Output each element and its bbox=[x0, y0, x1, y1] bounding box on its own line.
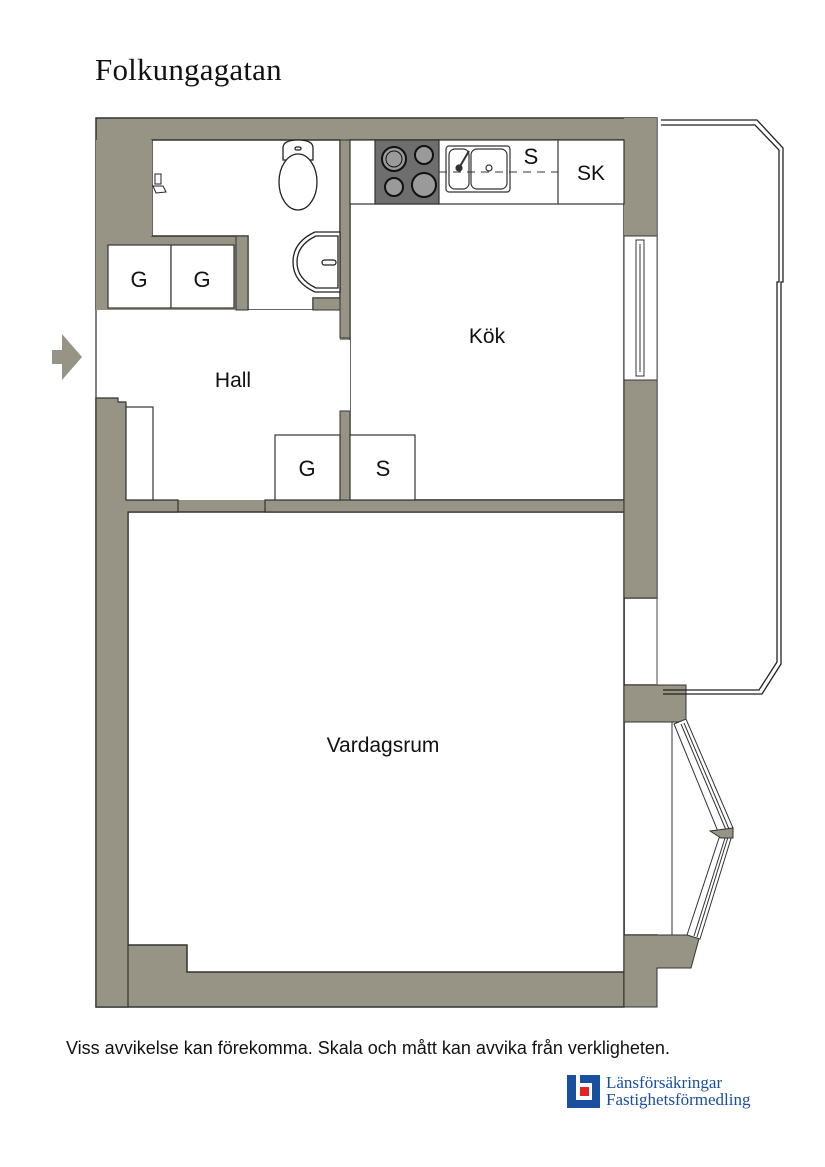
wall-hall-living bbox=[264, 499, 625, 513]
kitchen-sk-label: SK bbox=[577, 162, 605, 185]
wardrobe-hall-lower bbox=[274, 434, 341, 501]
closet-label-hall: S bbox=[376, 456, 391, 481]
balcony-outline bbox=[661, 119, 784, 695]
brand-line-1: Länsförsäkringar bbox=[606, 1073, 723, 1092]
entrance-opening bbox=[94, 310, 100, 398]
bay-window bbox=[673, 718, 734, 940]
brand-block: Länsförsäkringar Fastighetsförmedling bbox=[567, 1074, 750, 1108]
wardrobe-pair-hall bbox=[107, 244, 235, 309]
wall-divider-gs bbox=[339, 410, 351, 501]
washbasin-icon bbox=[292, 231, 341, 293]
closet-hall-lower bbox=[349, 434, 416, 501]
room-label-hall: Hall bbox=[215, 369, 251, 392]
wall-bath-kitchen bbox=[339, 139, 351, 339]
closet-hall-left bbox=[125, 406, 154, 501]
brand-line-2: Fastighetsförmedling bbox=[606, 1090, 751, 1109]
room-label-living-room: Vardagsrum bbox=[327, 734, 440, 757]
wardrobe-label-2: G bbox=[193, 267, 210, 292]
toilet-icon bbox=[278, 139, 318, 211]
faucet-icon bbox=[152, 173, 167, 194]
wardrobe-label-3: G bbox=[298, 456, 315, 481]
entrance-arrow-icon bbox=[52, 334, 82, 380]
kitchen-window bbox=[623, 235, 658, 381]
street-name-title: Folkungagatan bbox=[95, 52, 282, 87]
lansforsakringar-logo-icon bbox=[567, 1074, 600, 1108]
wardrobe-label-1: G bbox=[130, 267, 147, 292]
wall-hall-left bbox=[95, 397, 179, 1008]
room-label-kitchen: Kök bbox=[469, 325, 506, 348]
kitchen-counter bbox=[349, 139, 625, 205]
disclaimer-text: Viss avvikelse kan förekomma. Skala och … bbox=[66, 1038, 670, 1058]
sink-icon bbox=[445, 145, 511, 193]
kitchen-cabinet-label: S bbox=[524, 144, 539, 169]
